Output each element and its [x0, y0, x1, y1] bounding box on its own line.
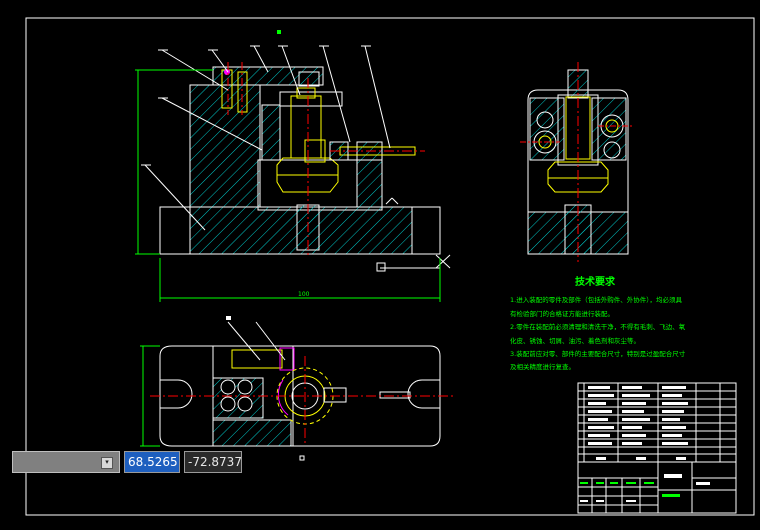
x-coordinate-input[interactable]: 68.5265 — [124, 451, 180, 473]
tech-line: 1.进入装配的零件及部件（包括外购件、外协件），均必须具 — [510, 295, 682, 304]
cursor-marker — [277, 30, 281, 34]
side-view[interactable] — [520, 62, 632, 262]
front-view[interactable]: 100 — [135, 45, 451, 302]
title-block-fill — [580, 386, 710, 502]
tech-requirements: 技术要求 1.进入装配的零件及部件（包括外购件、外协件），均必须具 有检验部门的… — [510, 275, 686, 371]
tech-line: 化皮、锈蚀、切屑、油污、着色剂和灰尘等。 — [510, 336, 640, 345]
dim-bottom-text: 100 — [298, 291, 310, 298]
top-view[interactable] — [140, 316, 455, 461]
tech-line: 有检验部门的合格证方能进行装配。 — [510, 309, 614, 318]
title-block[interactable] — [577, 382, 737, 514]
command-input-box[interactable]: ▾ — [12, 451, 120, 473]
tech-line: 3.装配前应对零、部件的主要配合尺寸，特别是过盈配合尺寸 — [510, 349, 686, 358]
drawing-frame — [25, 17, 755, 516]
tech-title: 技术要求 — [575, 275, 616, 288]
tech-line: 及相关精度进行复查。 — [510, 362, 575, 371]
y-coordinate-input[interactable]: -72.8737 — [184, 451, 242, 473]
dropdown-arrow-icon[interactable]: ▾ — [101, 457, 113, 469]
coordinate-bar: ▾ 68.5265 -72.8737 — [12, 450, 242, 474]
tech-line: 2.零件在装配前必须清理和清洗干净，不得有毛刺、飞边、氧 — [510, 322, 686, 331]
